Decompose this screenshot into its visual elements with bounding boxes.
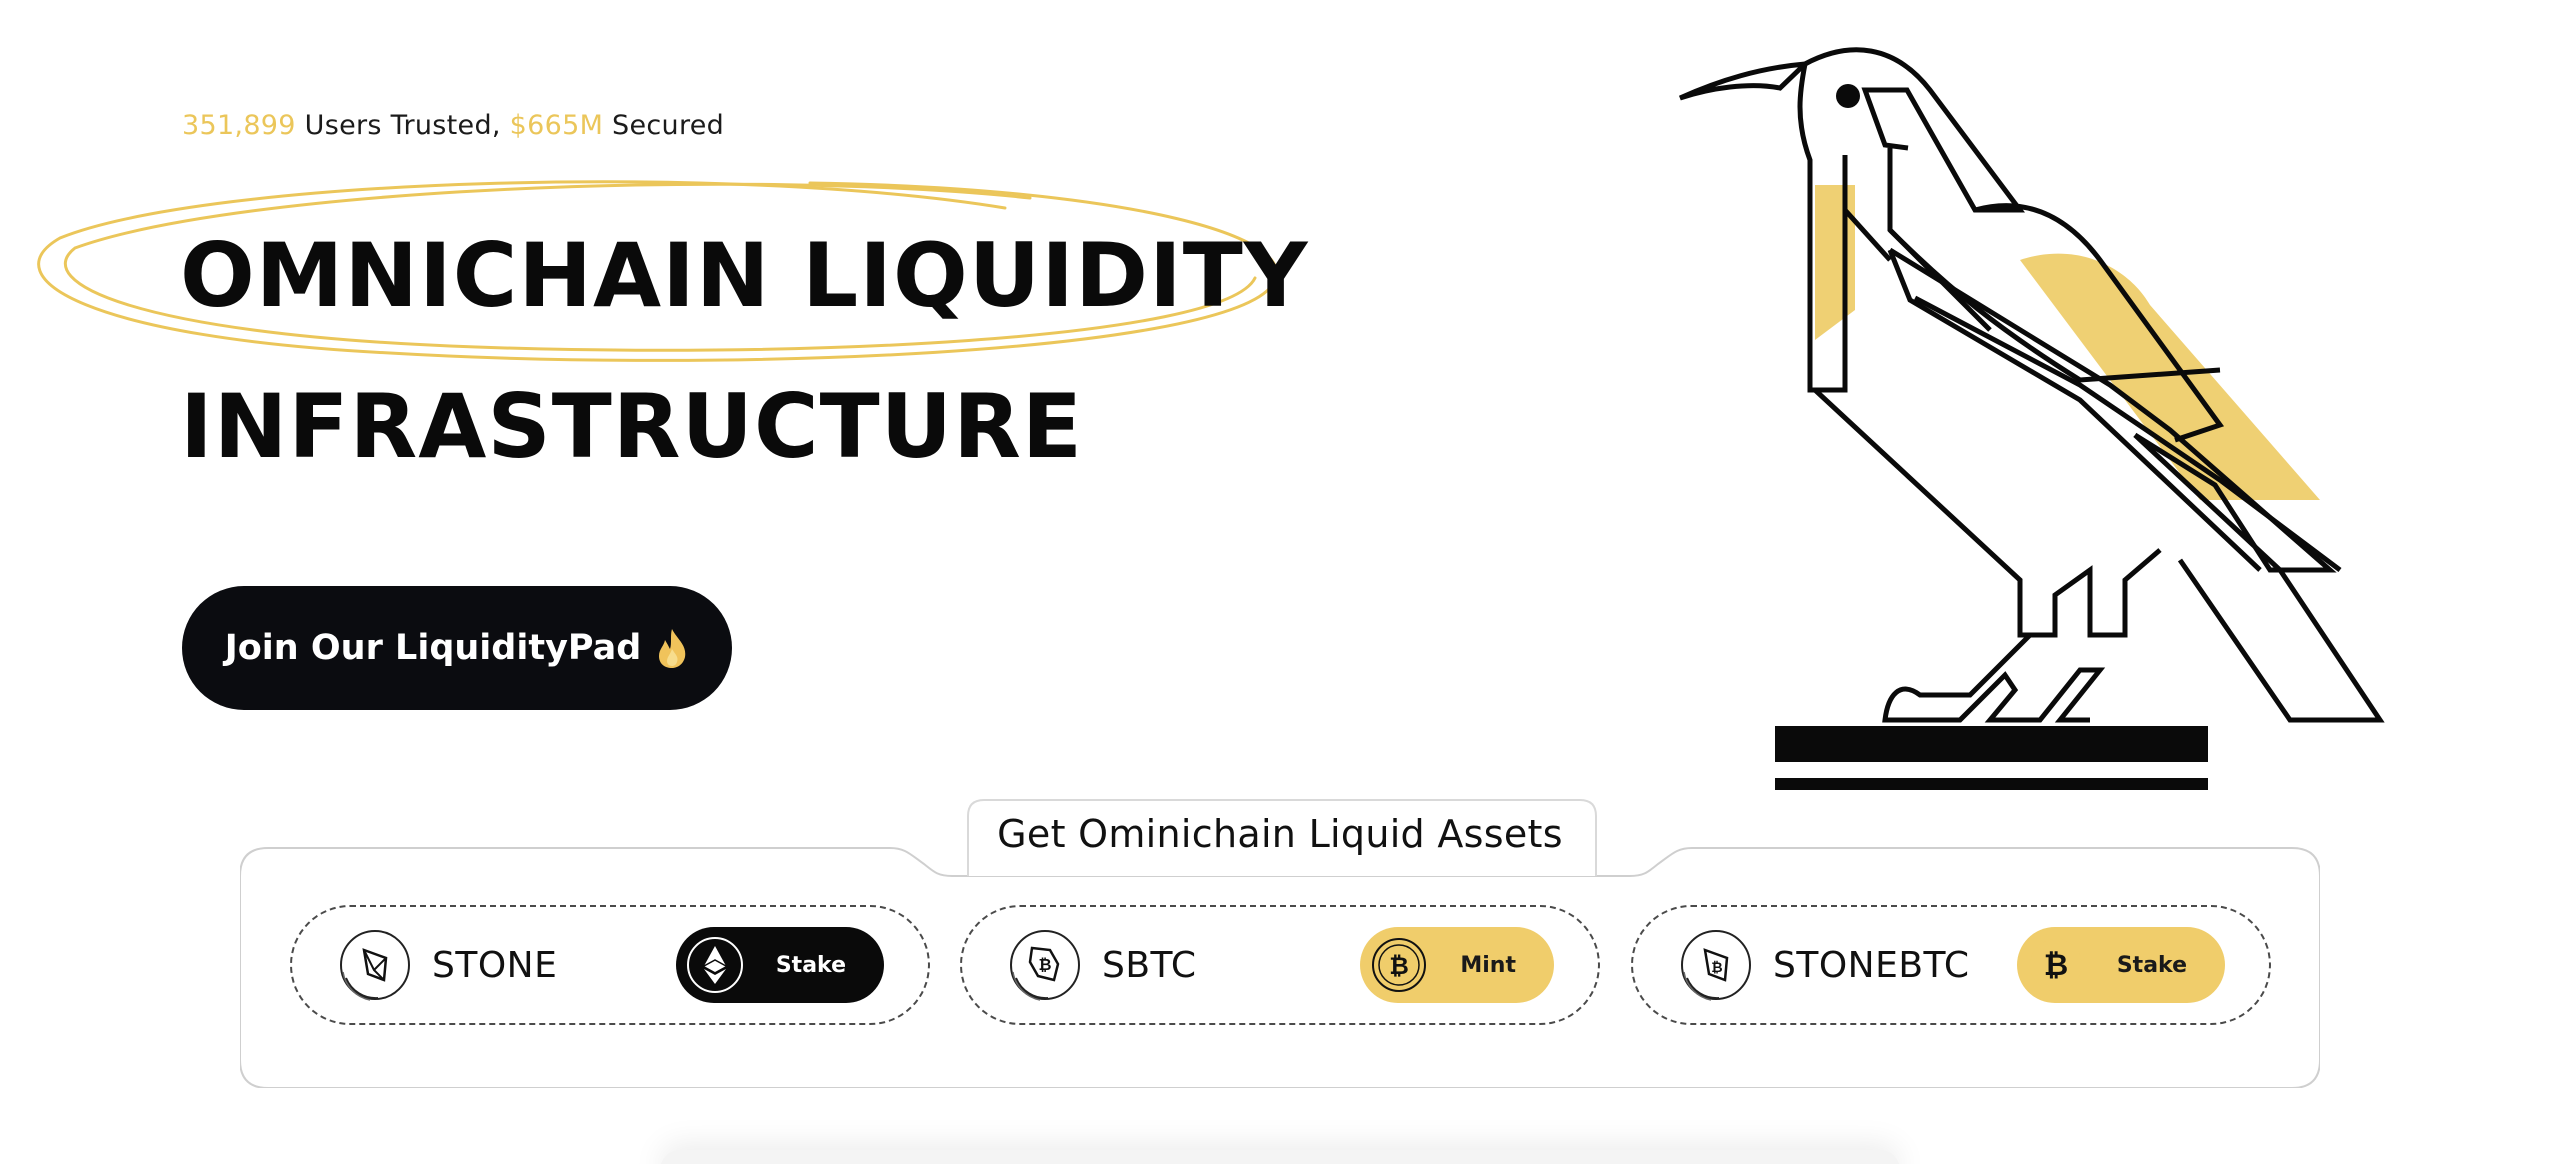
svg-text:₿: ₿ [1038,955,1051,974]
stone-coin-icon [340,930,410,1001]
mint-sbtc-button[interactable]: ₿ Mint [1360,927,1554,1003]
bitcoin-icon: ₿ [1372,938,1427,992]
asset-name: STONE [432,944,558,986]
headline-line-1: OMNICHAIN LIQUIDITY [180,224,1309,327]
cta-label: Join Our LiquidityPad [224,628,642,668]
secured-amount: $665M [509,110,604,141]
headline-line-2: INFRASTRUCTURE [180,375,1083,478]
join-liquiditypad-button[interactable]: Join Our LiquidityPad [182,586,732,710]
svg-text:₿: ₿ [2044,948,2068,983]
ellipse-scribble-decoration [37,180,1278,362]
assets-panel-frame [240,799,2320,1088]
stake-stone-button[interactable]: Stake [675,927,884,1003]
action-label: Stake [2116,952,2187,978]
stake-stonebtc-button[interactable]: ₿ Stake [2016,927,2225,1003]
asset-name: STONEBTC [1773,944,1970,986]
action-label: Mint [1460,952,1516,978]
action-label: Stake [775,952,846,978]
asset-name: SBTC [1102,944,1197,986]
bitcoin-icon: ₿ [2029,939,2082,991]
asset-card-stonebtc: ₿ STONEBTC ₿ Stake [1631,905,2271,1025]
users-label: Users Trusted, [295,110,510,141]
trust-stats: 351,899 Users Trusted, $665M Secured [182,110,724,141]
ethereum-icon [686,937,743,993]
sbtc-coin-icon: ₿ [1010,930,1080,1001]
secured-label: Secured [603,110,725,141]
asset-card-sbtc: ₿ SBTC ₿ Mint [960,905,1600,1025]
stonebtc-coin-icon: ₿ [1681,930,1751,1001]
asset-card-stone: STONE Stake [290,905,930,1025]
next-section-edge [660,1150,1900,1164]
raven-illustration [1678,47,2385,790]
users-count: 351,899 [182,110,296,141]
flame-icon [659,629,686,668]
svg-text:₿: ₿ [1711,960,1722,976]
assets-panel-title: Get Ominichain Liquid Assets [997,812,1563,856]
svg-text:₿: ₿ [1390,952,1410,980]
